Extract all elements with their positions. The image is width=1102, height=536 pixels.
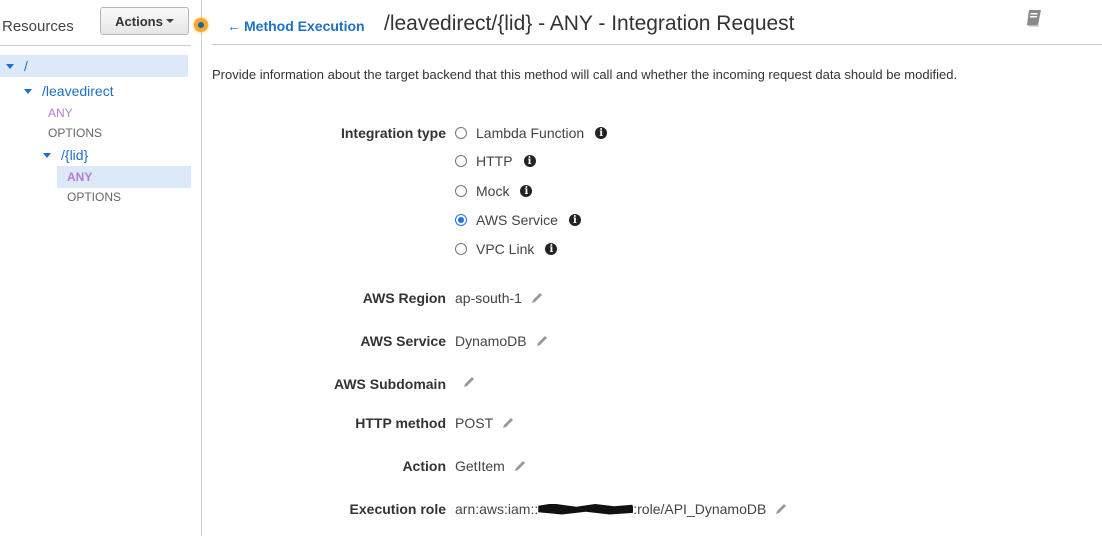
radio-button[interactable] — [455, 155, 467, 167]
pencil-edit-icon[interactable] — [530, 291, 544, 305]
back-to-method-execution-link[interactable]: ←Method Execution — [227, 18, 365, 34]
info-icon[interactable]: i — [568, 214, 581, 226]
action-label: Action — [402, 458, 446, 474]
info-icon[interactable]: i — [545, 243, 558, 255]
expand-triangle-icon[interactable] — [24, 88, 32, 94]
tree-resource-lid[interactable]: /{lid} — [43, 144, 88, 166]
resources-sidebar: Resources Actions / /leavedirect ANY OPT… — [0, 0, 201, 536]
tree-method-options-lid[interactable]: OPTIONS — [67, 190, 122, 204]
radio-mock[interactable]: Mock i — [455, 183, 533, 199]
pencil-edit-icon[interactable] — [462, 375, 476, 389]
radio-http[interactable]: HTTP i — [455, 153, 536, 169]
execution-role-value: arn:aws:iam:: :role/API_DynamoDB — [455, 501, 788, 517]
splitter-handle-icon[interactable] — [194, 18, 208, 32]
radio-aws-service[interactable]: AWS Service i — [455, 212, 581, 228]
aws-service-label: AWS Service — [360, 333, 446, 349]
resources-title: Resources — [2, 18, 74, 35]
integration-type-label: Integration type — [340, 125, 446, 141]
book-icon[interactable] — [1024, 8, 1044, 28]
execution-role-label: Execution role — [349, 501, 446, 517]
arrow-left-icon: ← — [227, 18, 241, 34]
page-description: Provide information about the target bac… — [212, 67, 958, 82]
http-method-label: HTTP method — [355, 415, 446, 431]
radio-vpc-link[interactable]: VPC Link i — [455, 241, 558, 257]
divider — [0, 45, 191, 46]
tree-resource-root[interactable]: / — [0, 55, 188, 77]
actions-label: Actions — [115, 13, 163, 29]
actions-button[interactable]: Actions — [100, 7, 189, 35]
action-value: GetItem — [455, 458, 527, 474]
radio-button[interactable] — [455, 127, 467, 139]
pencil-edit-icon[interactable] — [774, 502, 788, 516]
divider — [212, 44, 1102, 45]
pencil-edit-icon[interactable] — [501, 416, 515, 430]
info-icon[interactable]: i — [520, 185, 533, 197]
redacted-account-id — [538, 503, 634, 515]
panel-splitter[interactable] — [201, 0, 202, 536]
aws-region-value: ap-south-1 — [455, 290, 544, 306]
radio-lambda-function[interactable]: Lambda Function i — [455, 125, 608, 141]
aws-region-label: AWS Region — [362, 290, 446, 306]
page-title: /leavedirect/{lid} - ANY - Integration R… — [384, 12, 795, 35]
aws-service-value: DynamoDB — [455, 333, 549, 349]
radio-button[interactable] — [455, 185, 467, 197]
info-icon[interactable]: i — [595, 127, 608, 139]
pencil-edit-icon[interactable] — [535, 334, 549, 348]
info-icon[interactable]: i — [523, 155, 536, 167]
aws-subdomain-value — [455, 375, 476, 389]
tree-method-any-selected[interactable]: ANY — [57, 166, 191, 188]
aws-subdomain-label: AWS Subdomain — [334, 376, 446, 392]
tree-method-options[interactable]: OPTIONS — [48, 126, 103, 140]
http-method-value: POST — [455, 415, 515, 431]
pencil-edit-icon[interactable] — [513, 459, 527, 473]
caret-down-icon — [165, 19, 174, 23]
radio-button-checked[interactable] — [455, 214, 467, 226]
tree-resource-leavedirect[interactable]: /leavedirect — [24, 80, 114, 102]
tree-method-any[interactable]: ANY — [48, 106, 73, 120]
radio-button[interactable] — [455, 243, 467, 255]
expand-triangle-icon[interactable] — [43, 152, 51, 158]
expand-triangle-icon[interactable] — [6, 63, 14, 69]
